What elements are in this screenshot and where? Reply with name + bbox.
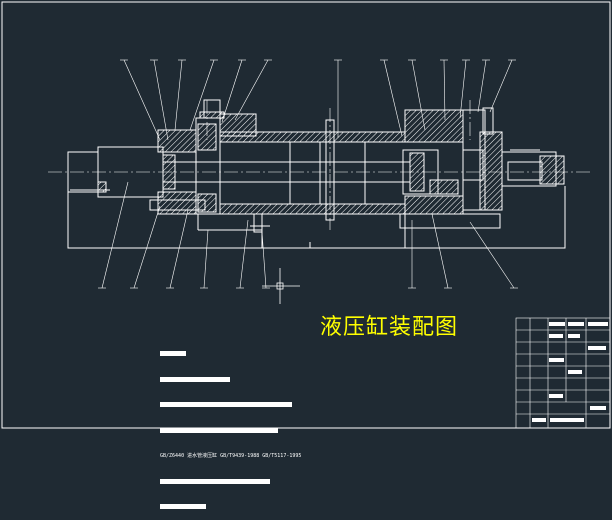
drawing-title: 液压缸装配图 (320, 315, 459, 340)
note-line (160, 478, 301, 487)
note-line (160, 401, 301, 410)
rod-end-hatch (97, 181, 107, 193)
note-line (160, 427, 301, 436)
base-outline (67, 186, 566, 249)
title-block (515, 317, 611, 429)
rear-clevis (501, 149, 565, 187)
leader-lines-bottom (98, 181, 518, 289)
rear-end-cap (399, 107, 503, 229)
technical-notes: GB/Z6440 进水管液压缸 GB/T9439-1988 GB/T5117-1… (160, 333, 301, 520)
front-end-cap (149, 117, 221, 215)
cylinder-barrel (219, 131, 406, 215)
ucs-icon (262, 268, 300, 304)
note-line (160, 503, 301, 512)
note-line (160, 350, 301, 359)
note-line: GB/Z6440 进水管液压缸 GB/T9439-1988 GB/T5117-1… (160, 453, 302, 459)
piston-rod (67, 146, 164, 198)
drawing-canvas[interactable] (0, 0, 612, 430)
leader-lines-top (120, 59, 516, 141)
drawing-frame (1, 1, 611, 429)
inner-rod (163, 119, 410, 221)
note-line (160, 376, 301, 385)
